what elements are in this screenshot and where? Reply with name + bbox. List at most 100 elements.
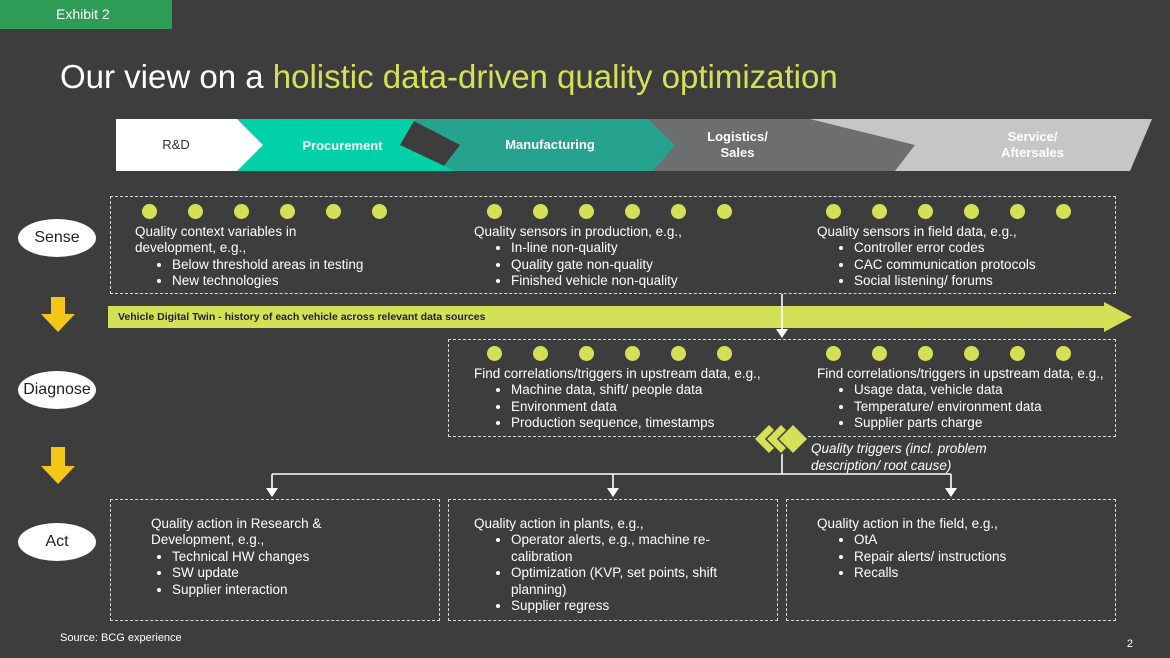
arrowhead-icon	[266, 488, 278, 497]
value-chain	[116, 119, 1152, 171]
title-highlight: holistic data-driven quality optimizatio…	[272, 58, 838, 95]
sense-production-lead: Quality sensors in production, e.g.,	[474, 224, 682, 239]
act-rd-lead-2: Development, e.g.,	[151, 532, 265, 548]
dot	[280, 204, 295, 219]
stage-rd-label: R&D	[162, 137, 190, 152]
dot	[487, 204, 502, 219]
stage-manufacturing-label: Manufacturing	[505, 137, 595, 152]
list-item: Usage data, vehicle data	[854, 382, 1117, 398]
dot	[326, 204, 341, 219]
list-item: SW update	[172, 565, 431, 581]
stage-procurement-label: Procurement	[302, 138, 383, 153]
list-item: In-line non-quality	[511, 240, 794, 256]
list-item: Machine data, shift/ people data	[511, 382, 814, 398]
page-title: Our view on a holistic data-driven quali…	[60, 58, 838, 96]
list-item: Supplier regress	[511, 598, 744, 614]
sense-production-dots	[487, 204, 732, 219]
list-item: Quality gate non-quality	[511, 257, 794, 273]
act-rd-box	[110, 499, 440, 621]
dot	[142, 204, 157, 219]
quality-triggers-line1: Quality triggers (incl. problem	[811, 441, 987, 456]
row-sense-oval: Sense	[18, 219, 96, 257]
arrowhead-icon	[776, 329, 788, 338]
stage-service-label: Service/ Aftersales	[960, 129, 1105, 161]
list-item: CAC communication protocols	[854, 257, 1117, 273]
dot	[918, 346, 933, 361]
dot	[1010, 204, 1025, 219]
sense-rd-text: Quality context variables in development…	[135, 224, 455, 290]
list-item: Production sequence, timestamps	[511, 415, 814, 431]
diagnose-left-lead: Find correlations/triggers in upstream d…	[474, 366, 761, 381]
list-item: OtA	[854, 532, 1107, 548]
quality-triggers-text: Quality triggers (incl. problem descript…	[811, 440, 987, 474]
diagnose-right-lead: Find correlations/triggers in upstream d…	[817, 366, 1104, 381]
arrowhead-icon	[607, 488, 619, 497]
act-plants-text: Quality action in plants, e.g., Operator…	[474, 516, 744, 614]
list-item: Finished vehicle non-quality	[511, 273, 794, 289]
stage-logistics-label: Logistics/ Sales	[670, 129, 805, 161]
dot	[1056, 204, 1071, 219]
sense-rd-dots	[142, 204, 387, 219]
dot	[234, 204, 249, 219]
source-note: Source: BCG experience	[60, 632, 182, 644]
quality-triggers-line2: description/ root cause)	[811, 458, 952, 473]
act-field-lead: Quality action in the field, e.g.,	[817, 516, 998, 531]
dot	[671, 204, 686, 219]
stage-procurement-shape	[232, 119, 455, 171]
dot	[579, 346, 594, 361]
arrowhead-icon	[945, 488, 957, 497]
dot	[579, 204, 594, 219]
stage-manufacturing-shape	[410, 119, 675, 171]
dot	[671, 346, 686, 361]
act-plants-box	[448, 499, 778, 621]
dot	[964, 346, 979, 361]
dot	[188, 204, 203, 219]
diagnose-left-dots	[487, 346, 732, 361]
act-plants-lead: Quality action in plants, e.g.,	[474, 516, 644, 531]
dot	[872, 204, 887, 219]
stage-logistics-line1: Logistics/	[707, 129, 768, 144]
dot	[872, 346, 887, 361]
list-item: Optimization (KVP, set points, shift pla…	[511, 565, 744, 598]
diagnose-right-text: Find correlations/triggers in upstream d…	[817, 366, 1117, 432]
down-arrow-2-icon	[41, 447, 75, 484]
dot	[717, 346, 732, 361]
dot	[487, 346, 502, 361]
list-item: Technical HW changes	[172, 549, 431, 565]
row-act-oval: Act	[18, 523, 96, 561]
exhibit-tag: Exhibit 2	[0, 0, 172, 29]
down-arrow-1-icon	[41, 297, 75, 332]
list-item: Supplier parts charge	[854, 415, 1117, 431]
sense-rd-lead-2: development, e.g.,	[135, 240, 247, 256]
dot	[964, 204, 979, 219]
digital-twin-label: Vehicle Digital Twin - history of each v…	[118, 311, 486, 323]
sense-box	[110, 196, 1116, 294]
stage-service-line2: Aftersales	[1001, 145, 1064, 160]
act-rd-lead-1: Quality action in Research &	[151, 516, 322, 531]
list-item: Social listening/ forums	[854, 273, 1117, 289]
stage-logistics-shape	[620, 119, 915, 171]
dot	[625, 204, 640, 219]
list-item: Environment data	[511, 399, 814, 415]
dot	[372, 204, 387, 219]
list-item: New technologies	[172, 273, 455, 289]
dot	[533, 346, 548, 361]
list-item: Supplier interaction	[172, 582, 431, 598]
dot	[1010, 346, 1025, 361]
sense-field-dots	[826, 204, 1071, 219]
stage-logistics-line2: Sales	[720, 145, 755, 160]
dot	[826, 204, 841, 219]
dot	[717, 204, 732, 219]
row-diagnose-oval: Diagnose	[18, 371, 96, 409]
dot	[1056, 346, 1071, 361]
list-item: Repair alerts/ instructions	[854, 549, 1107, 565]
list-item: Below threshold areas in testing	[172, 257, 455, 273]
title-prefix: Our view on a	[60, 58, 273, 95]
dot	[625, 346, 640, 361]
list-item: Operator alerts, e.g., machine re-calibr…	[511, 532, 744, 565]
act-field-box	[786, 499, 1116, 621]
act-rd-text: Quality action in Research & Development…	[151, 516, 431, 598]
list-item: Temperature/ environment data	[854, 399, 1117, 415]
dot	[826, 346, 841, 361]
dot	[533, 204, 548, 219]
